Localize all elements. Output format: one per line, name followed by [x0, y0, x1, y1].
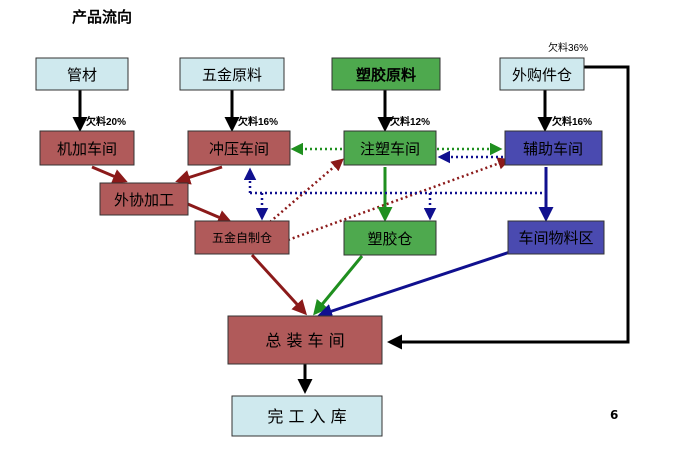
- node-sujiao-cang: 塑胶仓: [343, 220, 437, 256]
- node-waigou-jiancang-label: 外购件仓: [512, 66, 572, 84]
- arrow-wuliaoqu-to-zongzhuang: [317, 250, 511, 319]
- node-wujin-zizhicang-label: 五金自制仓: [212, 230, 272, 245]
- node-guancai-label: 管材: [67, 66, 97, 84]
- node-wangong-ruku: 完 工 入 库: [231, 395, 383, 437]
- page-number: 6: [610, 408, 619, 422]
- dotted-zizhicang-to-zhusu: [269, 158, 344, 223]
- node-waixie-jiagong: 外协加工: [99, 182, 189, 216]
- node-sujiao-cang-label: 塑胶仓: [367, 230, 412, 248]
- shortage-label-guancai: 欠料20%: [86, 115, 126, 128]
- shortage-label-waigou-fuzhu: 欠料16%: [552, 115, 592, 128]
- node-waigou-jiancang: 外购件仓: [499, 57, 585, 91]
- arrow-waixie-to-zizhicang: [182, 200, 233, 225]
- node-wangong-ruku-label: 完 工 入 库: [267, 407, 346, 426]
- node-chongya-chejian-label: 冲压车间: [209, 140, 269, 158]
- arrow-jijia-to-waixie: [91, 165, 128, 184]
- dotted-zizhicang-to-fuzhu: [287, 157, 511, 242]
- arrow-chongya-to-waixie: [175, 165, 223, 185]
- page-title: 产品流向: [72, 8, 133, 26]
- node-chongya-chejian: 冲压车间: [187, 130, 291, 166]
- node-jijia-chejian-label: 机加车间: [57, 140, 117, 158]
- arrow-waigou-to-zongzhuang: [387, 65, 630, 350]
- node-sujiao-yuanliao: 塑胶原料: [331, 57, 441, 91]
- node-guancai: 管材: [35, 57, 129, 91]
- arrow-zizhicang-to-zongzhuang: [250, 253, 308, 316]
- node-fuzhu-chejian: 辅助车间: [504, 130, 603, 166]
- node-jijia-chejian: 机加车间: [39, 130, 135, 166]
- arrow-sujiaocang-to-zongzhuang: [313, 255, 364, 316]
- node-chejian-wuliaoqu-label: 车间物料区: [518, 229, 593, 247]
- node-wujin-zizhicang: 五金自制仓: [194, 220, 290, 255]
- node-waixie-jiagong-label: 外协加工: [114, 191, 174, 209]
- node-wujin-yuanliao-label: 五金原料: [202, 66, 262, 84]
- shortage-label-waigou-top: 欠料36%: [548, 41, 588, 54]
- shortage-label-wujin: 欠料16%: [238, 115, 278, 128]
- node-zhusu-chejian: 注塑车间: [343, 130, 437, 166]
- shortage-label-sujiao: 欠料12%: [390, 115, 430, 128]
- node-zhusu-chejian-label: 注塑车间: [360, 140, 420, 158]
- node-fuzhu-chejian-label: 辅助车间: [523, 140, 583, 158]
- node-sujiao-yuanliao-label: 塑胶原料: [356, 66, 416, 84]
- node-zongzhuang-chejian-label: 总 装 车 间: [265, 331, 344, 350]
- node-chejian-wuliaoqu: 车间物料区: [507, 220, 605, 255]
- node-wujin-yuanliao: 五金原料: [179, 57, 285, 91]
- node-zongzhuang-chejian: 总 装 车 间: [227, 315, 383, 365]
